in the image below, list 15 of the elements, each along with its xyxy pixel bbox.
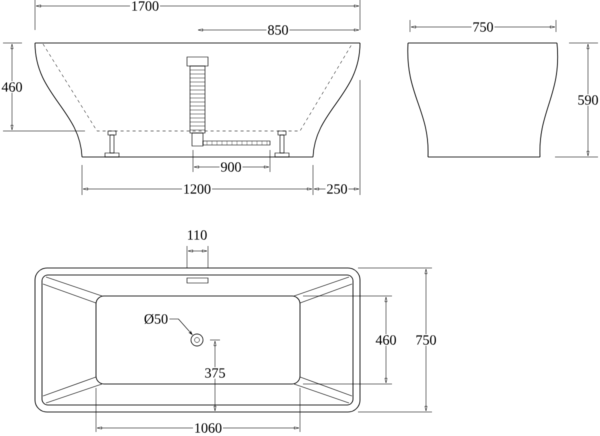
dimension-label: 375 <box>204 367 226 379</box>
dimension-label: Ø50 <box>144 314 168 324</box>
dimension-label: 750 <box>472 21 494 33</box>
dimension-label: 1700 <box>130 0 160 12</box>
dimension-label: 850 <box>266 24 290 36</box>
dimension-label: 1200 <box>182 183 212 195</box>
dimension-label: 900 <box>220 161 242 173</box>
dimension-label: 250 <box>326 183 348 195</box>
dimension-label: 750 <box>414 334 438 346</box>
dimension-label: 460 <box>0 81 24 93</box>
dimension-label: 590 <box>576 94 600 106</box>
dimension-label: 460 <box>374 334 398 346</box>
drain-hole <box>190 334 204 346</box>
dimension-label: 110 <box>186 229 208 241</box>
dimension-label: 1060 <box>193 422 223 434</box>
